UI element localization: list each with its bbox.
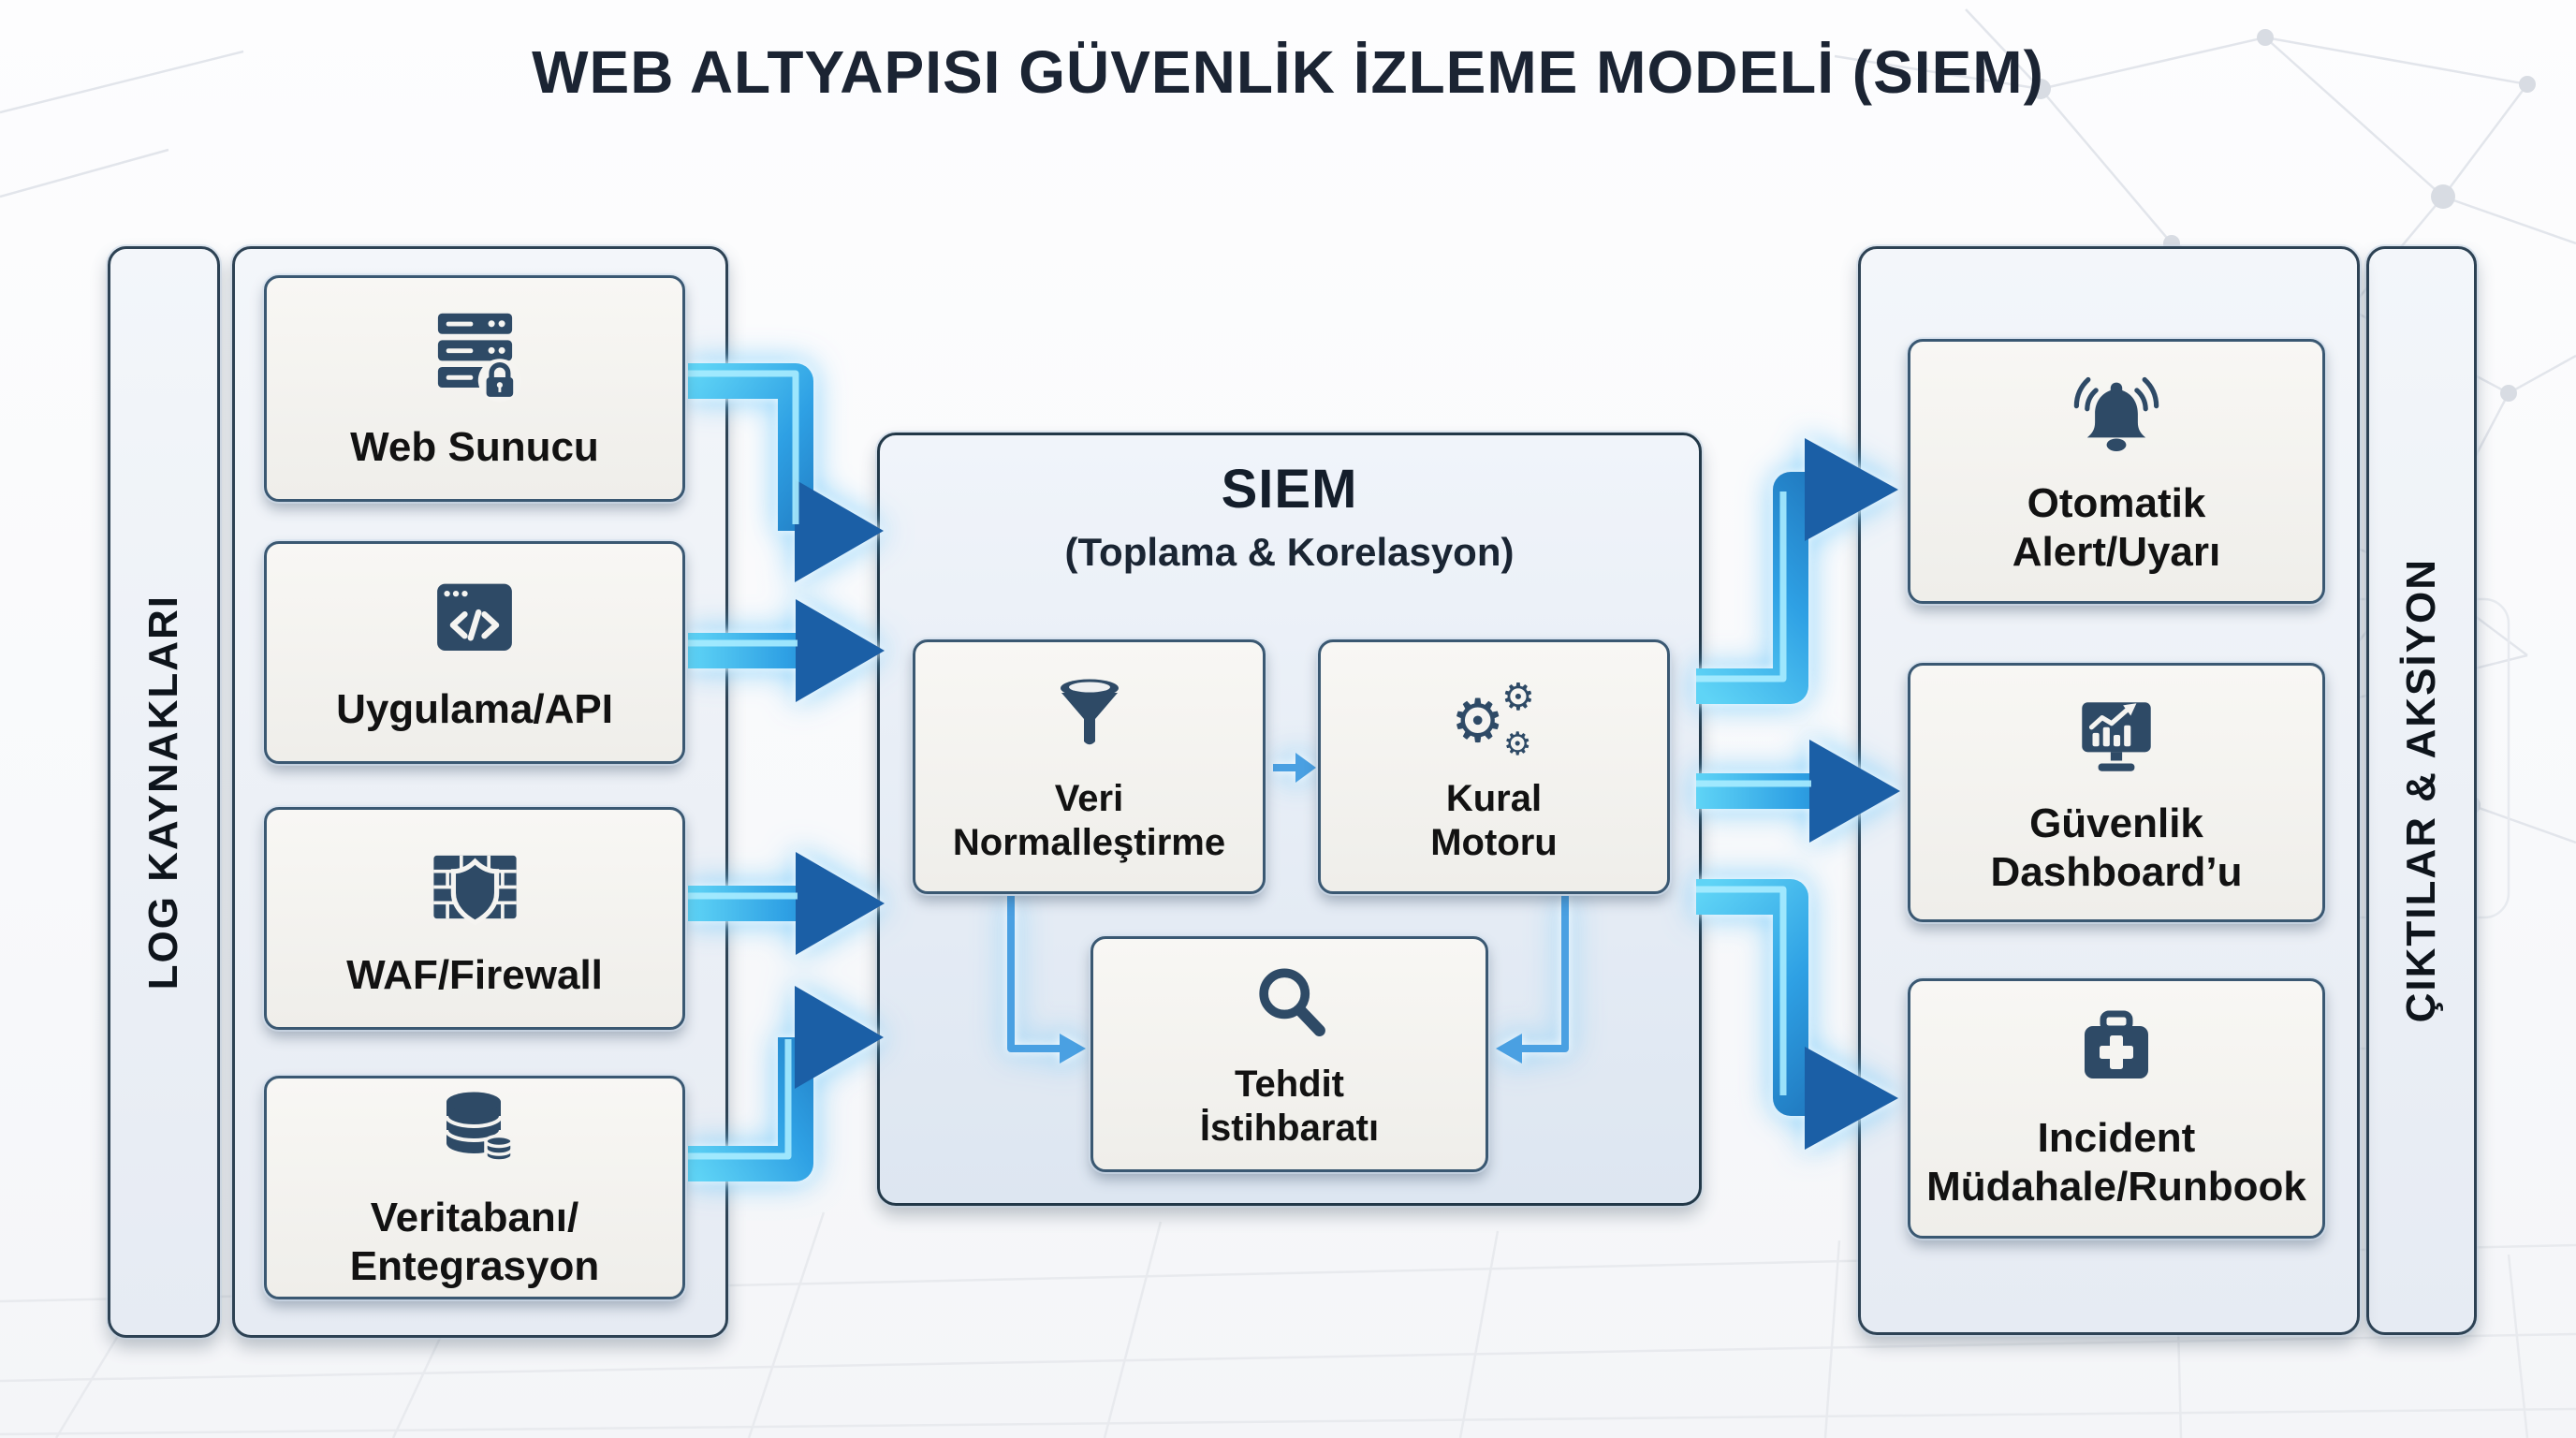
card-guvenlik-dashboard: Güvenlik Dashboard’u [1908,663,2325,922]
card-label: Tehdit İstihbaratı [1199,1063,1380,1149]
card-web-sunucu: Web Sunucu [264,275,685,502]
database-icon [419,1085,530,1179]
page-title: WEB ALTYAPISI GÜVENLİK İZLEME MODELİ (SI… [532,38,2044,106]
server-lock-icon [417,305,534,408]
gears-icon: ⚙ ⚙ ⚙ [1442,668,1546,762]
card-label: Veritabanı/ Entegrasyon [349,1194,600,1289]
card-label: Otomatik Alert/Uyarı [2012,479,2221,575]
card-veritabani-entegrasyon: Veritabanı/ Entegrasyon [264,1076,685,1299]
card-label: Kural Motoru [1430,777,1558,863]
outputs-rail-label: ÇIKTILAR & AKSİYON [2398,558,2444,1023]
outputs-rail: ÇIKTILAR & AKSİYON [2366,246,2477,1335]
svg-text:⚙: ⚙ [1503,726,1531,762]
svg-text:⚙: ⚙ [1501,676,1535,719]
card-incident-runbook: Incident Müdahale/Runbook [1908,978,2325,1239]
dashboard-chart-icon [2061,689,2172,785]
magnifier-icon [1241,958,1339,1048]
code-window-icon [418,572,531,670]
card-label: Uygulama/API [336,685,613,732]
card-label: Güvenlik Dashboard’u [1990,800,2243,895]
funnel-icon [1039,668,1140,762]
card-waf-firewall: WAF/Firewall [264,807,685,1030]
log-sources-rail: LOG KAYNAKLARI [108,246,220,1338]
card-label: Web Sunucu [350,424,599,471]
log-sources-rail-label: LOG KAYNAKLARI [140,594,186,990]
first-aid-icon [2062,1005,2171,1099]
card-otomatik-alert: Otomatik Alert/Uyarı [1908,339,2325,604]
card-label: Veri Normalleştirme [952,777,1226,863]
siem-header: SIEM (Toplama & Korelasyon) [880,458,1699,575]
card-tehdit-istihbarati: Tehdit İstihbaratı [1090,936,1488,1172]
card-label: WAF/Firewall [346,951,603,998]
card-uygulama-api: Uygulama/API [264,541,685,764]
firewall-shield-icon [417,838,534,936]
alert-bell-icon [2060,367,2173,464]
siem-title: SIEM [1221,459,1358,520]
svg-text:⚙: ⚙ [1451,687,1504,756]
card-kural-motoru: ⚙ ⚙ ⚙ Kural Motoru [1318,639,1670,894]
card-label: Incident Müdahale/Runbook [1926,1115,2306,1210]
card-veri-normallestirme: Veri Normalleştirme [913,639,1266,894]
siem-subtitle: (Toplama & Korelasyon) [1064,530,1515,574]
